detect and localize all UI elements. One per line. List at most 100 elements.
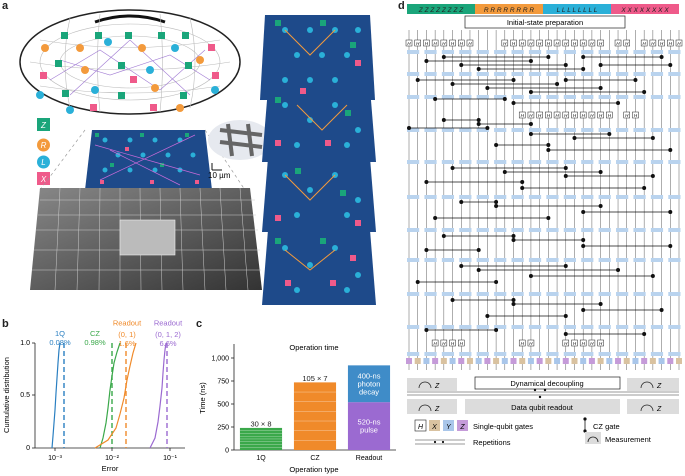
decoupling-band xyxy=(563,258,576,262)
cz-dot xyxy=(450,82,455,87)
decoupling-band xyxy=(581,50,594,54)
decoupling-band xyxy=(563,352,576,356)
bar-readout-seg-0 xyxy=(347,402,391,450)
cz-dot xyxy=(650,135,655,140)
cz-dot xyxy=(511,233,516,238)
cz-dot xyxy=(668,63,673,68)
cz-dot xyxy=(502,169,507,174)
decoupling-band xyxy=(668,160,681,164)
decoupling-band xyxy=(459,50,472,54)
cz-dot xyxy=(415,78,420,83)
panel-a-figure: Z R L X xyxy=(19,9,376,305)
single-qubit-gate xyxy=(432,358,439,364)
chart-title: Operation time xyxy=(289,343,338,352)
single-qubit-gate xyxy=(580,358,587,364)
cz-dot xyxy=(511,301,516,306)
single-qubit-gate xyxy=(571,358,578,364)
cz-dot xyxy=(581,307,586,312)
xtick-label-1: CZ xyxy=(310,455,320,462)
cz-dot xyxy=(546,215,551,220)
single-qubit-gate xyxy=(545,358,552,364)
cz-dot xyxy=(616,101,621,106)
h-gate xyxy=(440,39,448,47)
decoupling-band xyxy=(546,195,559,199)
cz-dot xyxy=(459,63,464,68)
chart-xlabel: Operation type xyxy=(289,465,338,474)
measure-box-left xyxy=(407,378,457,391)
single-qubit-gate xyxy=(466,358,473,364)
decoupling-band xyxy=(528,128,542,132)
decoupling-band xyxy=(581,228,594,232)
cz-dot xyxy=(650,173,655,178)
h-gate-label: H xyxy=(460,341,464,346)
decoupling-band xyxy=(424,195,437,199)
h-gate xyxy=(536,39,543,47)
h-gate-label: H xyxy=(451,41,455,46)
decoupling-band xyxy=(511,95,524,99)
decoupling-band xyxy=(407,95,420,99)
h-gate xyxy=(527,339,535,347)
single-qubit-gate xyxy=(527,358,534,364)
h-gate-label: H xyxy=(582,113,586,118)
h-gate-label: H xyxy=(521,41,525,46)
single-qubit-gate xyxy=(676,358,682,364)
cz-dot xyxy=(598,301,603,306)
h-gate xyxy=(597,111,604,119)
cz-dot xyxy=(433,97,438,102)
cz-dot xyxy=(598,203,603,208)
torus-nodes xyxy=(36,32,219,114)
h-gate xyxy=(562,339,570,347)
panel-letter-c: c xyxy=(196,318,203,330)
decoupling-band xyxy=(441,258,455,262)
single-qubit-gate xyxy=(414,358,421,364)
decoupling-band xyxy=(546,50,559,54)
decoupling-band xyxy=(616,292,629,296)
topbar-l xyxy=(543,4,611,14)
cz-dot xyxy=(476,247,481,252)
cz-dot xyxy=(441,55,446,60)
decoupling-band xyxy=(528,160,542,164)
xtick-label-0: 1Q xyxy=(256,455,266,462)
decoupling-band xyxy=(563,50,576,54)
decoupling-band xyxy=(616,95,629,99)
h-gate xyxy=(623,111,630,119)
single-qubit-gate xyxy=(597,358,604,364)
decoupling-band xyxy=(424,72,437,76)
decoupling-band xyxy=(459,325,472,329)
h-gate-label: H xyxy=(547,113,551,118)
bar-label-readout-1-1: photon xyxy=(358,379,381,388)
decoupling-band xyxy=(476,352,489,356)
decoupling-band xyxy=(459,228,472,232)
single-qubit-gate xyxy=(623,358,630,364)
decoupling-band xyxy=(407,292,420,296)
measure-z-right-2: Z xyxy=(656,406,662,413)
decoupling-band xyxy=(476,325,489,329)
dynamical-decoupling-box xyxy=(474,376,621,390)
decoupling-band xyxy=(407,228,420,232)
h-gate-label: H xyxy=(529,113,533,118)
lower-chip xyxy=(30,187,262,291)
decoupling-band xyxy=(441,50,455,54)
h-gate xyxy=(449,39,456,47)
decoupling-band xyxy=(668,195,681,199)
decoupling-band xyxy=(476,95,489,99)
decoupling-band xyxy=(459,195,472,199)
topbar-r xyxy=(475,4,543,14)
h-gate-label: H xyxy=(616,41,620,46)
decoupling-band xyxy=(598,195,611,199)
panel-b-xlabel: Error xyxy=(102,464,119,473)
decoupling-band xyxy=(668,72,681,76)
h-gate-label: H xyxy=(625,113,629,118)
cz-dot xyxy=(494,203,499,208)
single-qubit-gate xyxy=(554,358,561,364)
decoupling-band xyxy=(407,195,420,199)
panel-d-legend xyxy=(414,417,601,445)
decoupling-band xyxy=(563,292,576,296)
decoupling-band xyxy=(528,50,542,54)
cz-dot xyxy=(598,63,603,68)
decoupling-band xyxy=(633,50,646,54)
decoupling-band xyxy=(441,128,455,132)
decoupling-band xyxy=(546,95,559,99)
cz-dot xyxy=(424,179,429,184)
decoupling-band xyxy=(511,228,524,232)
